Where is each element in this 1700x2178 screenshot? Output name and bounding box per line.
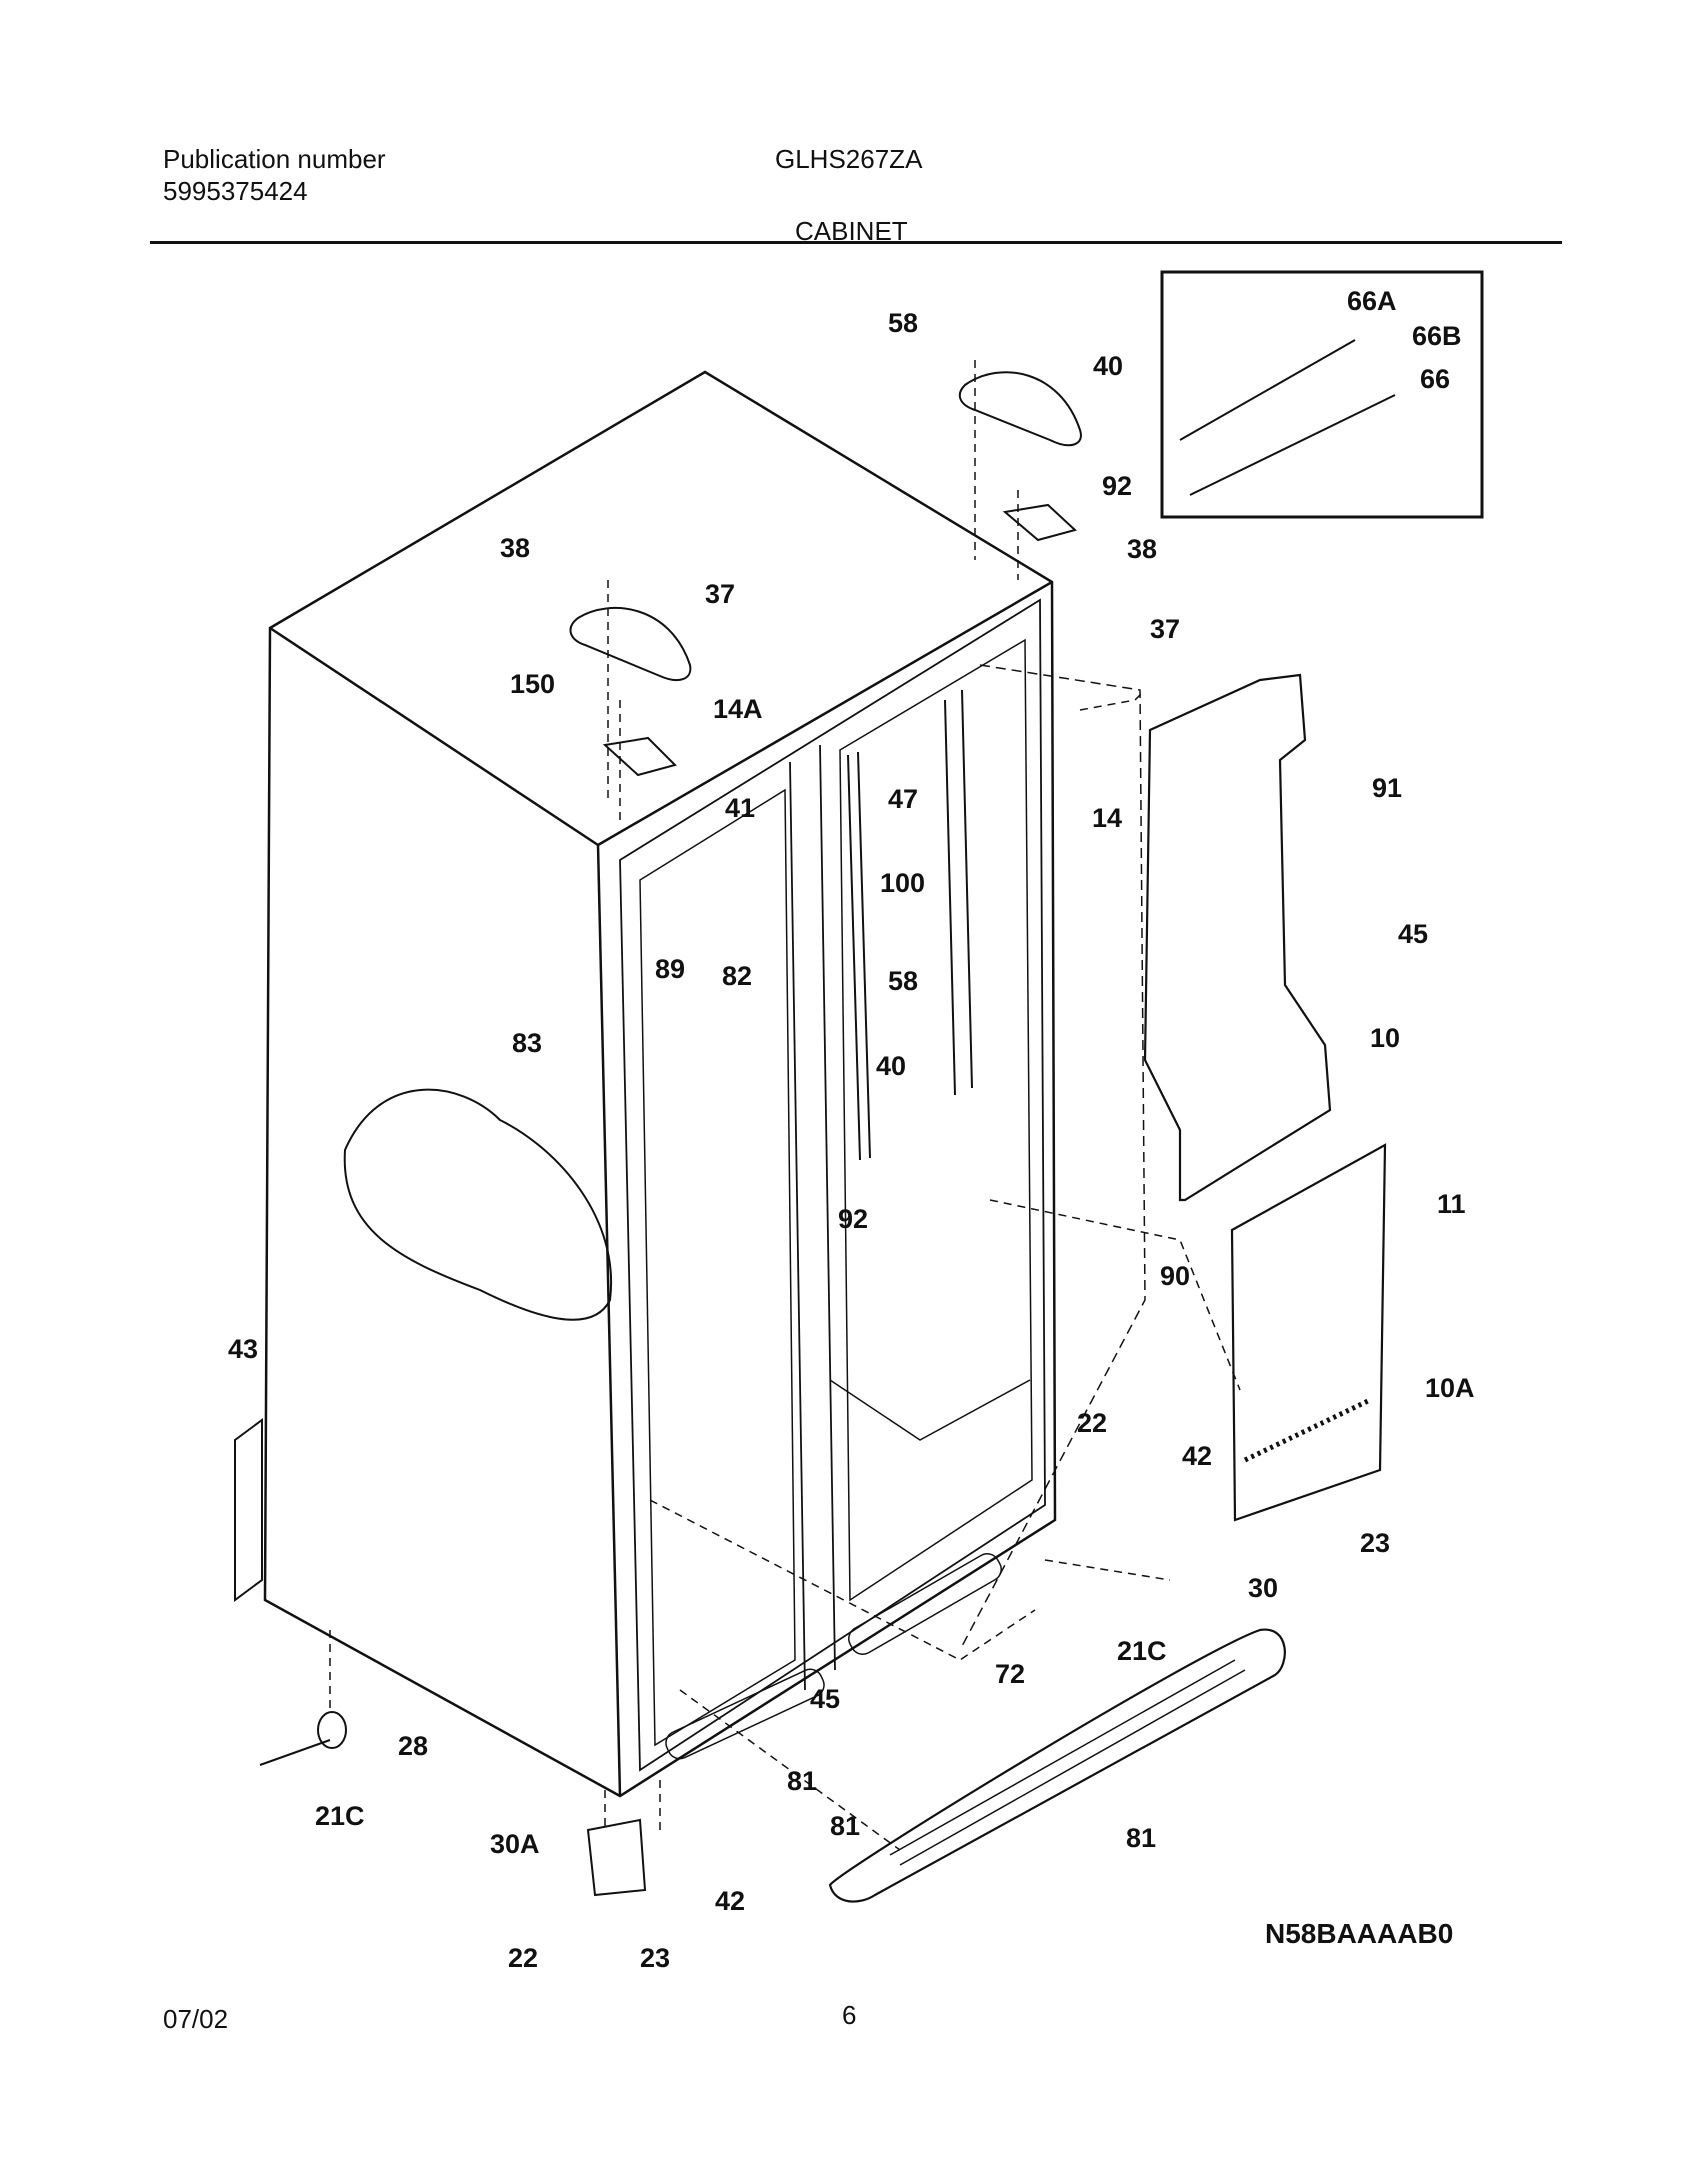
callout-22-right: 42 (1182, 1441, 1212, 1471)
callout-150: 89 (655, 954, 685, 984)
freezer-interior (639, 788, 796, 1747)
callout-30a: 42 (715, 1886, 745, 1916)
callout-21c-right: 72 (995, 1659, 1025, 1689)
callout-14a: 82 (722, 961, 752, 991)
callout-37-top: 37 (1150, 614, 1180, 644)
callout-37-left: 41 (725, 793, 755, 823)
callout-40-left: 37 (705, 579, 735, 609)
callout-90: 90 (1160, 1261, 1190, 1291)
footer-date: 07/02 (163, 2004, 229, 2034)
callout-83: 21C (315, 1801, 365, 1831)
inset-box (1160, 270, 1484, 519)
freezer-rail (847, 751, 871, 1161)
drawing-code: N58BAAAAB0 (1265, 1918, 1454, 1949)
hinge-left (602, 736, 677, 777)
callout-43: 30A (490, 1829, 540, 1859)
hinge-top (1002, 503, 1078, 542)
kick-slot-mid (848, 1553, 1002, 1655)
publication-number: 5995375424 (163, 176, 308, 206)
freezer-bin (343, 1088, 613, 1321)
callout-10a: 23 (1360, 1528, 1390, 1558)
header-rule (150, 241, 1562, 244)
callout-58-top: 58 (888, 308, 918, 338)
fresh-food-rail (944, 689, 973, 1096)
callout-45-upper: 45 (1398, 919, 1428, 949)
kick-plate (828, 1628, 1286, 1903)
callout-38-left: 14A (713, 694, 763, 724)
cabinet-divider (789, 761, 806, 1691)
kick-slot-left (665, 1668, 825, 1760)
callout-14: 14 (1092, 803, 1122, 833)
callout-23-right: 22 (1077, 1408, 1107, 1438)
callout-42-left: 81 (830, 1811, 860, 1841)
callout-66b: 66B (1412, 321, 1462, 351)
callout-42-right: 30 (1248, 1573, 1278, 1603)
callout-40-top: 40 (1093, 351, 1123, 381)
cabinet-front-edge (596, 844, 622, 1797)
callout-47: 100 (880, 868, 925, 898)
callout-58-left: 38 (500, 533, 530, 563)
lower-bracket (586, 1818, 647, 1897)
leveling-leg (317, 1711, 347, 1749)
side-plate (234, 1418, 263, 1602)
callout-81-low: 40 (876, 1051, 906, 1081)
callout-21c-left: 22 (508, 1943, 538, 1973)
callout-92-left: 150 (510, 669, 555, 699)
publication-label: Publication number (163, 144, 386, 174)
callout-92-top: 92 (1102, 471, 1132, 501)
cabinet-front-frame (619, 598, 1046, 1772)
leg-screw (259, 1739, 331, 1766)
vent-panel (1143, 673, 1332, 1202)
callout-10: 10 (1370, 1023, 1400, 1053)
model-number: GLHS267ZA (775, 144, 923, 174)
callout-72: 81 (1126, 1823, 1156, 1853)
callout-81-top: 47 (888, 784, 918, 814)
callout-41: 83 (512, 1028, 542, 1058)
callout-22-left: 81 (787, 1766, 817, 1796)
lower-panel (1230, 1143, 1387, 1522)
inset-rod-66a (1179, 339, 1356, 441)
cabinet-body (263, 370, 1057, 1798)
callout-100: 92 (838, 1204, 868, 1234)
callout-28: 23 (640, 1943, 670, 1973)
callout-82: 28 (398, 1731, 428, 1761)
callout-11: 11 (1437, 1189, 1466, 1219)
callout-66a: 66A (1347, 286, 1397, 316)
inset-rod-66 (1189, 394, 1396, 496)
callout-38-top: 38 (1127, 534, 1157, 564)
hinge-cover-left (569, 606, 692, 681)
callout-91: 91 (1372, 773, 1402, 803)
fresh-food-interior (839, 638, 1033, 1602)
callout-30: 21C (1117, 1636, 1167, 1666)
hinge-cover-top (958, 371, 1082, 447)
callout-23-left: 45 (810, 1684, 840, 1714)
callout-66: 66 (1420, 364, 1450, 394)
callout-89: 43 (228, 1334, 258, 1364)
footer-page-number: 6 (842, 2000, 857, 2030)
callout-45-lower: 10A (1425, 1373, 1475, 1403)
callout-81-mid: 58 (888, 966, 918, 996)
